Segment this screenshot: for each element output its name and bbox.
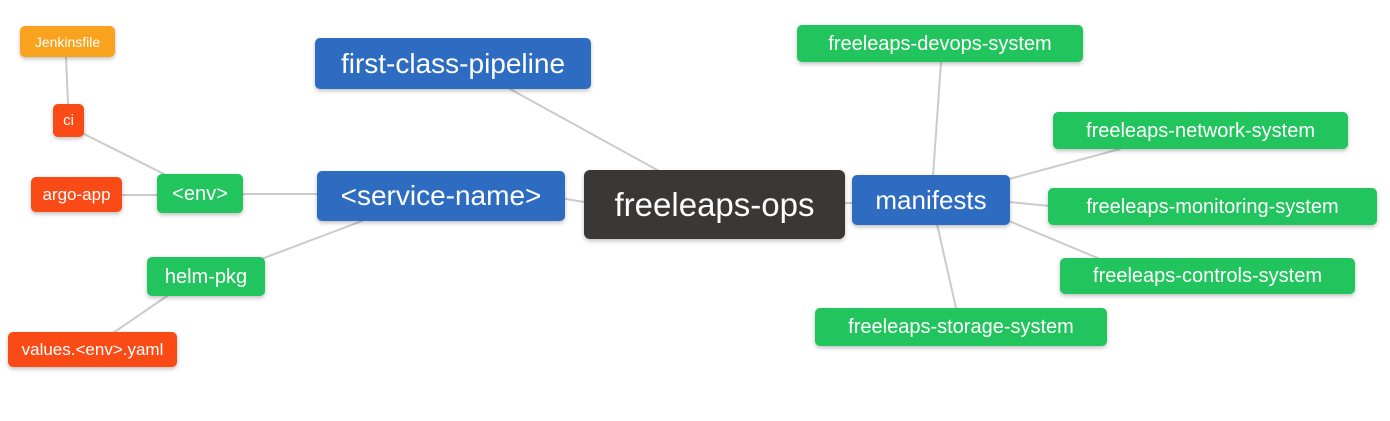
- node-freeleaps-monitoring-system[interactable]: freeleaps-monitoring-system: [1048, 188, 1377, 225]
- edge-manifests-storage: [936, 223, 957, 309]
- node-values-env-yaml-label: values.<env>.yaml: [21, 340, 164, 359]
- node-argo-app[interactable]: argo-app: [31, 177, 122, 212]
- node-argo-app-label: argo-app: [42, 185, 111, 204]
- node-jenkinsfile-label: Jenkinsfile: [34, 33, 101, 50]
- node-first-class-pipeline[interactable]: first-class-pipeline: [315, 38, 591, 89]
- node-freeleaps-monitoring-system-label: freeleaps-monitoring-system: [1086, 195, 1339, 218]
- node-freeleaps-ops-label: freeleaps-ops: [614, 186, 815, 223]
- node-jenkinsfile[interactable]: Jenkinsfile: [20, 26, 115, 57]
- edge-manifests-network: [1008, 148, 1121, 180]
- node-freeleaps-ops-root[interactable]: freeleaps-ops: [584, 170, 845, 239]
- node-manifests[interactable]: manifests: [852, 175, 1010, 225]
- node-env[interactable]: <env>: [157, 174, 243, 213]
- node-freeleaps-storage-system-label: freeleaps-storage-system: [848, 316, 1074, 338]
- node-env-label: <env>: [172, 182, 228, 205]
- edge-manifests-controls: [1008, 220, 1101, 260]
- edge-service-name-helm-pkg: [263, 220, 363, 259]
- node-freeleaps-storage-system[interactable]: freeleaps-storage-system: [815, 308, 1107, 346]
- node-first-class-pipeline-label: first-class-pipeline: [340, 47, 566, 79]
- node-freeleaps-devops-system[interactable]: freeleaps-devops-system: [797, 25, 1083, 62]
- edge-ci-env: [83, 133, 171, 178]
- node-freeleaps-controls-system-label: freeleaps-controls-system: [1093, 265, 1322, 287]
- node-ci[interactable]: ci: [53, 104, 84, 137]
- node-service-name-label: <service-name>: [340, 180, 542, 211]
- node-helm-pkg-label: helm-pkg: [164, 265, 248, 288]
- node-manifests-label: manifests: [875, 185, 987, 215]
- node-freeleaps-controls-system[interactable]: freeleaps-controls-system: [1060, 258, 1355, 294]
- edge-manifests-monitoring: [1008, 201, 1051, 207]
- node-helm-pkg[interactable]: helm-pkg: [147, 257, 265, 296]
- node-ci-label: ci: [63, 112, 74, 129]
- node-freeleaps-network-system[interactable]: freeleaps-network-system: [1053, 112, 1348, 149]
- edge-pipeline-root: [509, 88, 660, 172]
- node-values-env-yaml[interactable]: values.<env>.yaml: [8, 332, 177, 367]
- node-freeleaps-network-system-label: freeleaps-network-system: [1086, 119, 1315, 142]
- edge-helm-pkg-values: [112, 295, 168, 334]
- node-service-name[interactable]: <service-name>: [317, 171, 565, 221]
- edge-jenkinsfile-ci: [65, 56, 69, 105]
- node-freeleaps-devops-system-label: freeleaps-devops-system: [828, 32, 1052, 55]
- edge-manifests-devops: [932, 61, 942, 177]
